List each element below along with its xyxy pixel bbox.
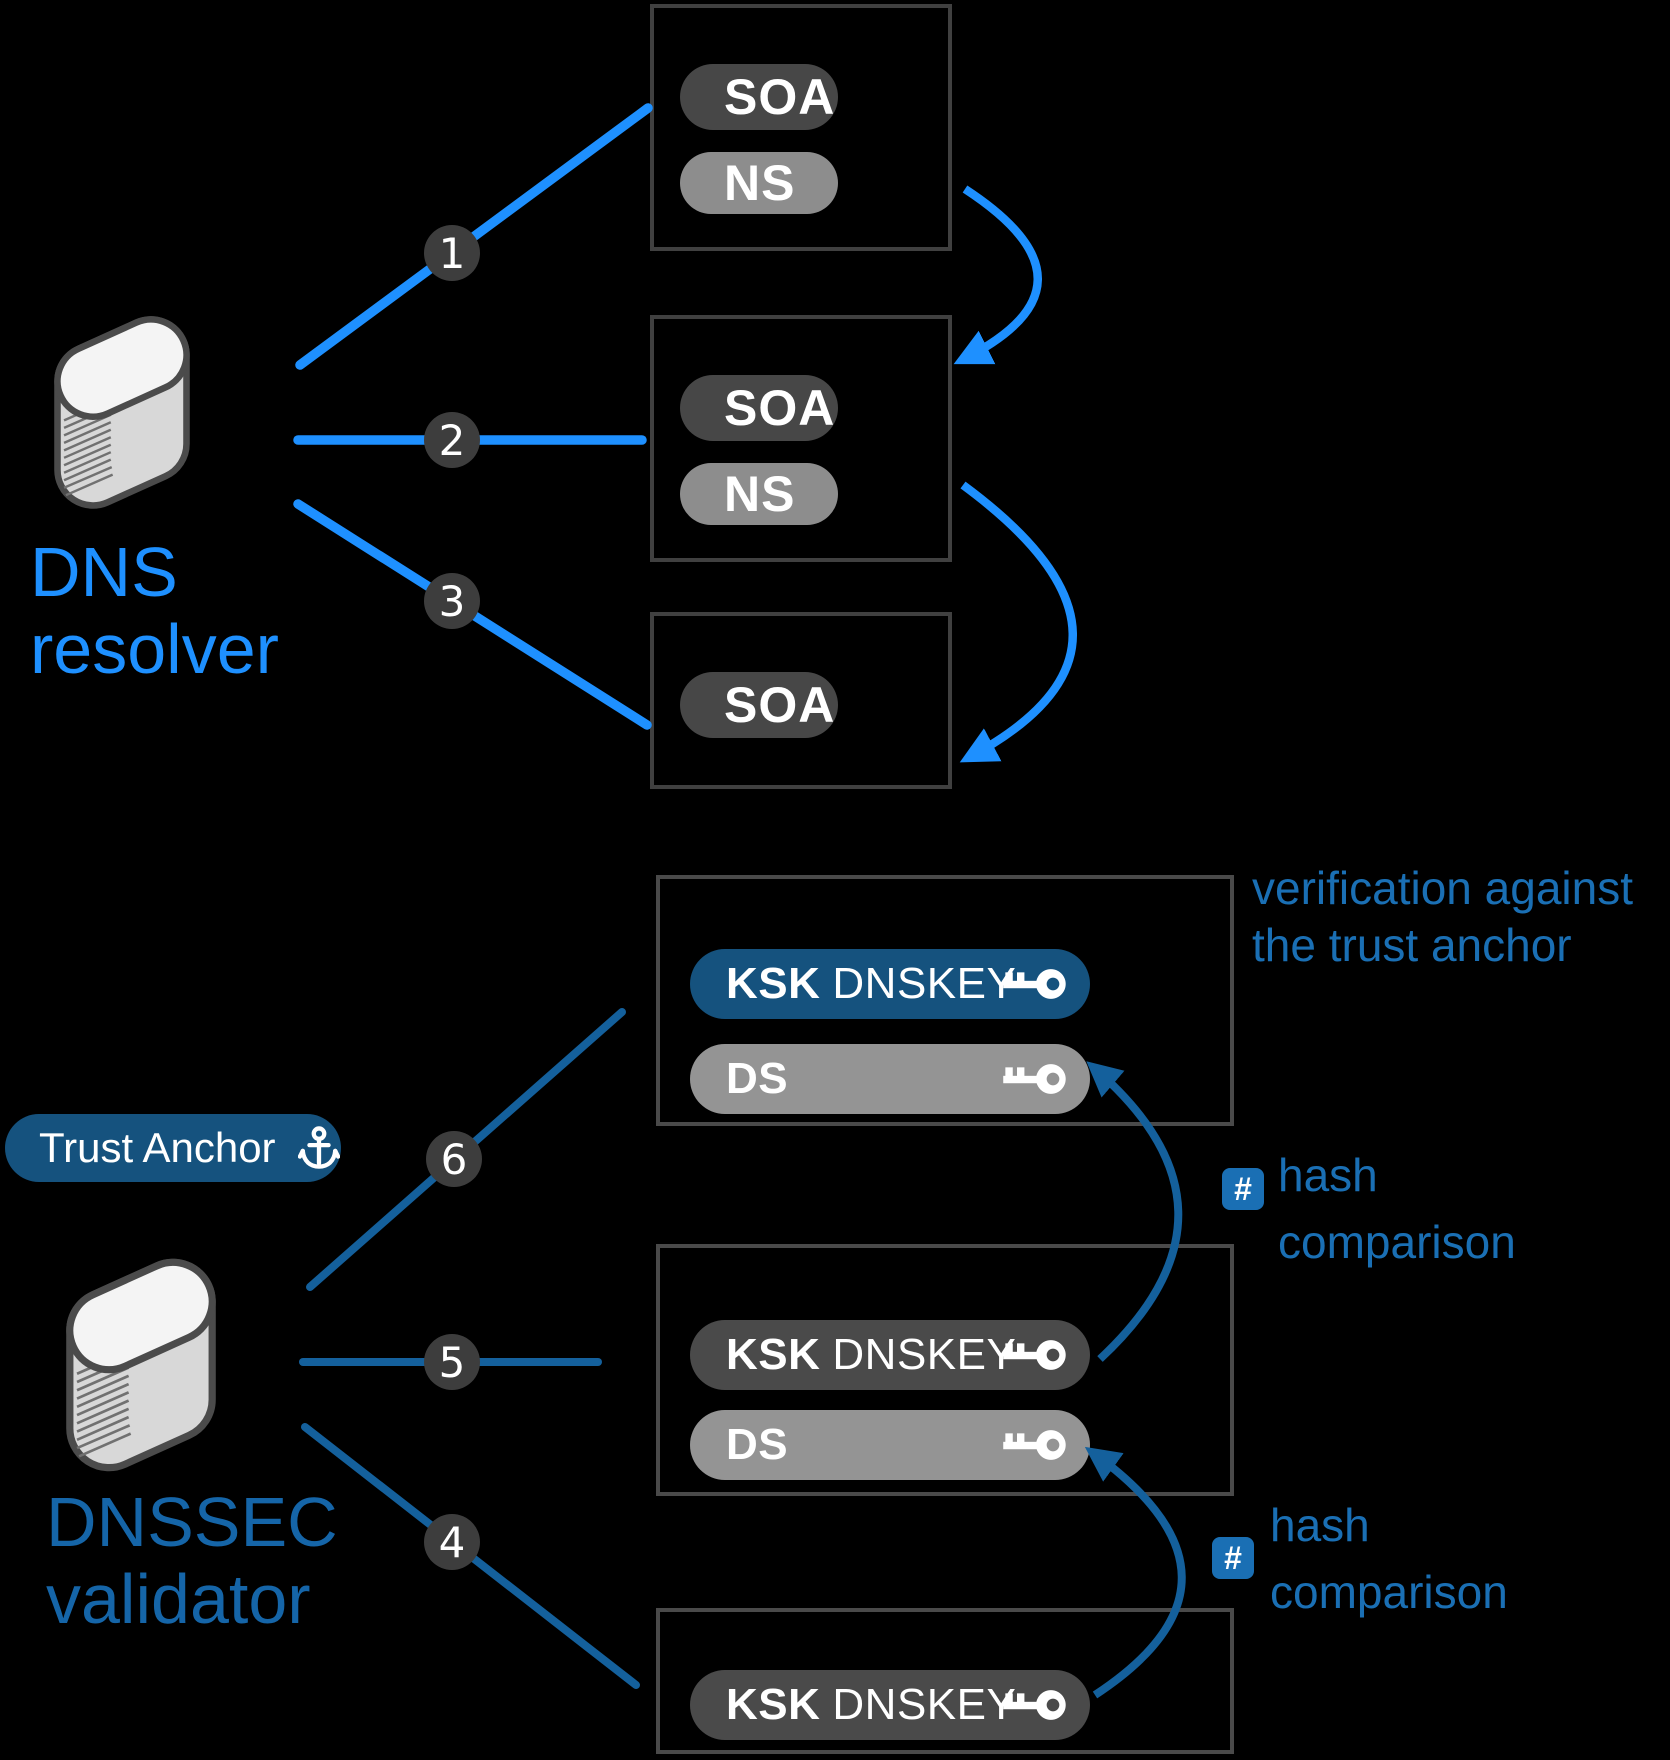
step-number: 6 (440, 1134, 468, 1184)
trust-anchor-label: Trust Anchor (39, 1124, 276, 1171)
ksk-label: KSK (726, 1680, 821, 1729)
hash-icon: # (1212, 1537, 1254, 1579)
dnssec-validator-label-line2: validator (46, 1560, 311, 1638)
hash-comparison-note-upper: hash comparison (1278, 1142, 1516, 1276)
step-number: 1 (438, 228, 466, 278)
resolver-query-lines (293, 103, 653, 730)
dns-resolver-label: DNS resolver (30, 534, 279, 688)
dnskey-label: DNSKEY (832, 1680, 1017, 1729)
record-pill-ksk-dnskey: KSK DNSKEY (690, 1320, 1090, 1390)
hash-note-line1: hash (1278, 1149, 1378, 1201)
record-label: NS (724, 466, 796, 522)
dnssec-validator-label: DNSSEC validator (46, 1484, 338, 1638)
step-circle-2: 2 (424, 412, 480, 468)
hash-note-line2: comparison (1270, 1566, 1508, 1618)
key-icon (1000, 966, 1070, 1002)
ksk-label: KSK (726, 1330, 821, 1379)
record-pill-ksk-dnskey: KSK DNSKEY (690, 949, 1090, 1019)
dnskey-label: DNSKEY (832, 959, 1017, 1008)
step-circle-5: 5 (424, 1334, 480, 1390)
dnssec-validator-label-line1: DNSSEC (46, 1483, 338, 1561)
record-label: SOA (724, 677, 836, 733)
ds-label: DS (726, 1420, 789, 1469)
key-icon (1000, 1427, 1070, 1463)
record-label: SOA (724, 380, 836, 436)
step-circle-1: 1 (424, 225, 480, 281)
record-pill-ksk-dnskey: KSK DNSKEY (690, 1670, 1090, 1740)
dns-resolver-server-icon (36, 308, 208, 516)
hash-symbol: # (1224, 1539, 1242, 1576)
step-circle-6: 6 (426, 1131, 482, 1187)
dns-resolver-label-line1: DNS (30, 533, 178, 611)
record-pill-ds: DS (690, 1410, 1090, 1480)
record-label: SOA (724, 69, 836, 125)
ds-label: DS (726, 1054, 789, 1103)
key-icon (1000, 1337, 1070, 1373)
step-number: 4 (438, 1517, 466, 1567)
record-pill-ns: NS (680, 463, 838, 525)
referral-arrows (953, 185, 1077, 763)
hash-comparison-note-lower: hash comparison (1270, 1492, 1508, 1626)
ksk-label: KSK (726, 959, 821, 1008)
step-circle-4: 4 (424, 1514, 480, 1570)
zone-box-5: KSK DNSKEY DS (656, 1244, 1234, 1496)
record-pill-ns: NS (680, 152, 838, 214)
verification-note: verification against the trust anchor (1252, 860, 1633, 974)
zone-box-4: KSK DNSKEY DS (656, 875, 1234, 1126)
hash-note-line1: hash (1270, 1499, 1370, 1551)
dnskey-label: DNSKEY (832, 1330, 1017, 1379)
zone-box-6: KSK DNSKEY (656, 1608, 1234, 1754)
anchor-icon (298, 1124, 340, 1172)
dnssec-validator-server-icon (46, 1250, 236, 1479)
hash-icon: # (1222, 1168, 1264, 1210)
referral-arrow-1-2 (953, 185, 1042, 365)
hash-note-line2: comparison (1278, 1216, 1516, 1268)
step-number: 2 (438, 415, 466, 465)
record-pill-ds: DS (690, 1044, 1090, 1114)
verification-note-line1: verification against (1252, 862, 1633, 914)
record-pill-soa: SOA (680, 64, 838, 130)
referral-arrow-2-3 (959, 481, 1077, 763)
record-label: NS (724, 155, 796, 211)
step-circle-3: 3 (424, 573, 480, 629)
step-number: 5 (438, 1337, 466, 1387)
zone-box-2: SOA NS (650, 315, 952, 562)
zone-box-3: SOA (650, 612, 952, 789)
record-pill-soa: SOA (680, 375, 838, 441)
step-number: 3 (438, 576, 466, 626)
hash-symbol: # (1234, 1170, 1252, 1207)
zone-box-1: SOA NS (650, 4, 952, 251)
record-pill-soa: SOA (680, 672, 838, 738)
dns-resolver-label-line2: resolver (30, 610, 279, 688)
verification-note-line2: the trust anchor (1252, 919, 1572, 971)
trust-anchor-badge: Trust Anchor (5, 1114, 341, 1182)
key-icon (1000, 1061, 1070, 1097)
key-icon (1000, 1687, 1070, 1723)
